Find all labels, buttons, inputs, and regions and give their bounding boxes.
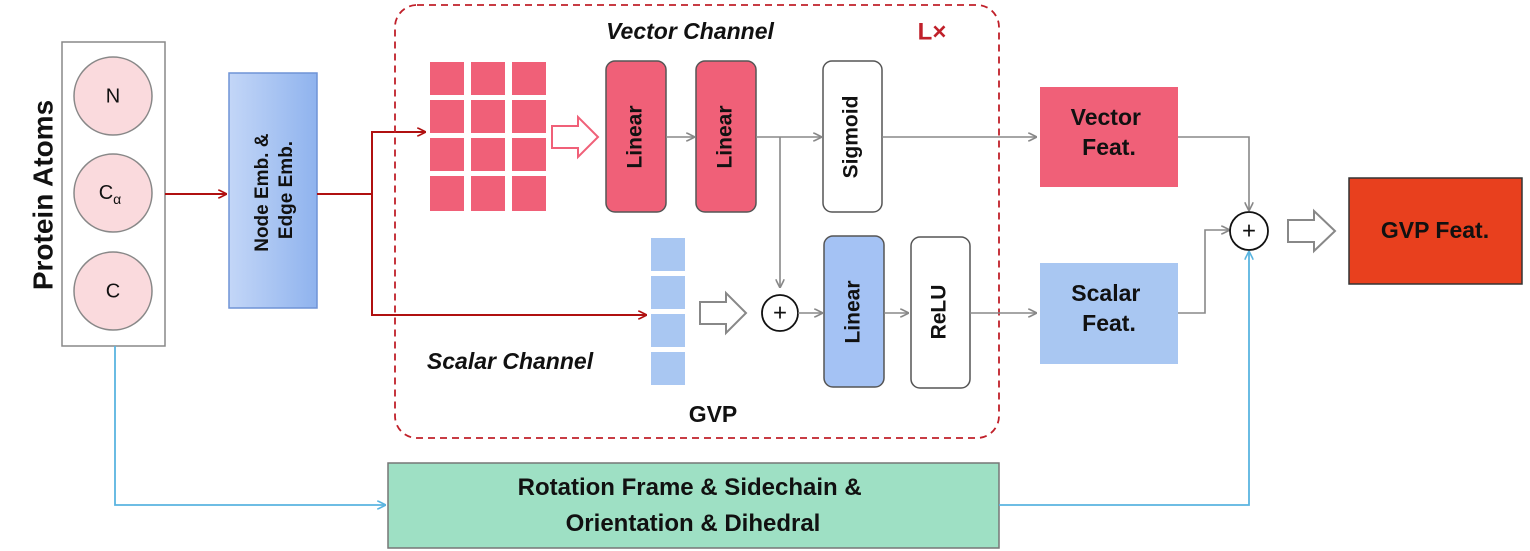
gvp-block-label: GVP [689, 401, 738, 427]
embedding-block [228, 72, 318, 309]
vector-feature-grid [430, 62, 546, 211]
vector-cell [512, 138, 546, 171]
scalar-cell [651, 314, 685, 347]
arrow-embedding-to-scalar [371, 194, 646, 315]
vector-hollow-arrow [551, 114, 600, 160]
atom-n-label: N [106, 85, 120, 107]
vector-cell [471, 138, 505, 171]
atom-c-label: C [106, 280, 120, 302]
vector-cell [430, 62, 464, 95]
embedding-label-line2: Edge Emb. [276, 141, 297, 239]
gvp-feat-block [1348, 177, 1523, 285]
scalar-feature-column [651, 238, 685, 385]
vector-feat-block [1040, 87, 1178, 187]
protein-atoms-label: Protein Atoms [27, 100, 58, 290]
vector-cell [512, 62, 546, 95]
atom-c-node [73, 251, 153, 331]
scalar-feat-block [1040, 263, 1178, 364]
vector-channel-title: Vector Channel [606, 18, 774, 44]
vector-linear-2-label: Linear [714, 105, 737, 168]
vector-cell [430, 100, 464, 133]
scalar-linear-block [823, 235, 885, 388]
atom-ca-node [73, 153, 153, 233]
embedding-label: Node Emb. & Edge Emb. [252, 128, 297, 252]
scalar-cell [651, 276, 685, 309]
add-inner-symbol: + [773, 299, 787, 326]
vector-cell [471, 176, 505, 211]
arrow-atoms-to-geometry [114, 346, 385, 505]
scalar-cell [651, 238, 685, 271]
arrow-vector-feat-to-add [1178, 136, 1249, 210]
embedding-label-line1: Node Emb. & [252, 133, 273, 252]
vector-cell [430, 138, 464, 171]
vector-cell [512, 100, 546, 133]
scalar-feat-line2: Feat. [1082, 310, 1136, 336]
relu-label: ReLU [928, 285, 951, 340]
repeat-label: L× [918, 18, 947, 45]
atom-ca-subscript: α [113, 191, 121, 207]
vector-feat-line1: Vector [1071, 104, 1141, 130]
arrow-geometry-to-add [999, 252, 1249, 506]
vector-cell [471, 100, 505, 133]
atom-ca-label: Cα [99, 182, 122, 206]
vector-feat-label: Vector Feat. [1071, 104, 1148, 160]
scalar-cell [651, 352, 685, 385]
geometry-features-label: Rotation Frame & Sidechain & Orientation… [518, 474, 869, 537]
gvp-block [394, 4, 1000, 439]
scalar-channel-title: Scalar Channel [427, 348, 594, 374]
scalar-linear-label: Linear [842, 280, 865, 343]
vector-linear-1-label: Linear [624, 105, 647, 168]
sigmoid-label: Sigmoid [840, 96, 863, 179]
atom-n-node [73, 56, 153, 136]
arrow-embedding-branch [317, 132, 425, 195]
vector-feat-line2: Feat. [1082, 134, 1136, 160]
geometry-features-line1: Rotation Frame & Sidechain & [518, 474, 862, 501]
atom-ca-base: C [99, 182, 113, 204]
scalar-feat-line1: Scalar [1071, 280, 1140, 306]
vector-cell [512, 176, 546, 211]
vector-cell [471, 62, 505, 95]
output-hollow-arrow [1287, 208, 1337, 254]
add-outer-operator [1229, 211, 1269, 251]
scalar-feat-label: Scalar Feat. [1071, 280, 1146, 336]
gvp-feat-label: GVP Feat. [1381, 217, 1489, 243]
scalar-hollow-arrow [699, 290, 748, 336]
arrow-scalar-feat-to-add [1178, 230, 1229, 314]
add-outer-symbol: + [1242, 217, 1256, 244]
vector-cell [430, 176, 464, 211]
geometry-features-line2: Orientation & Dihedral [566, 510, 821, 537]
